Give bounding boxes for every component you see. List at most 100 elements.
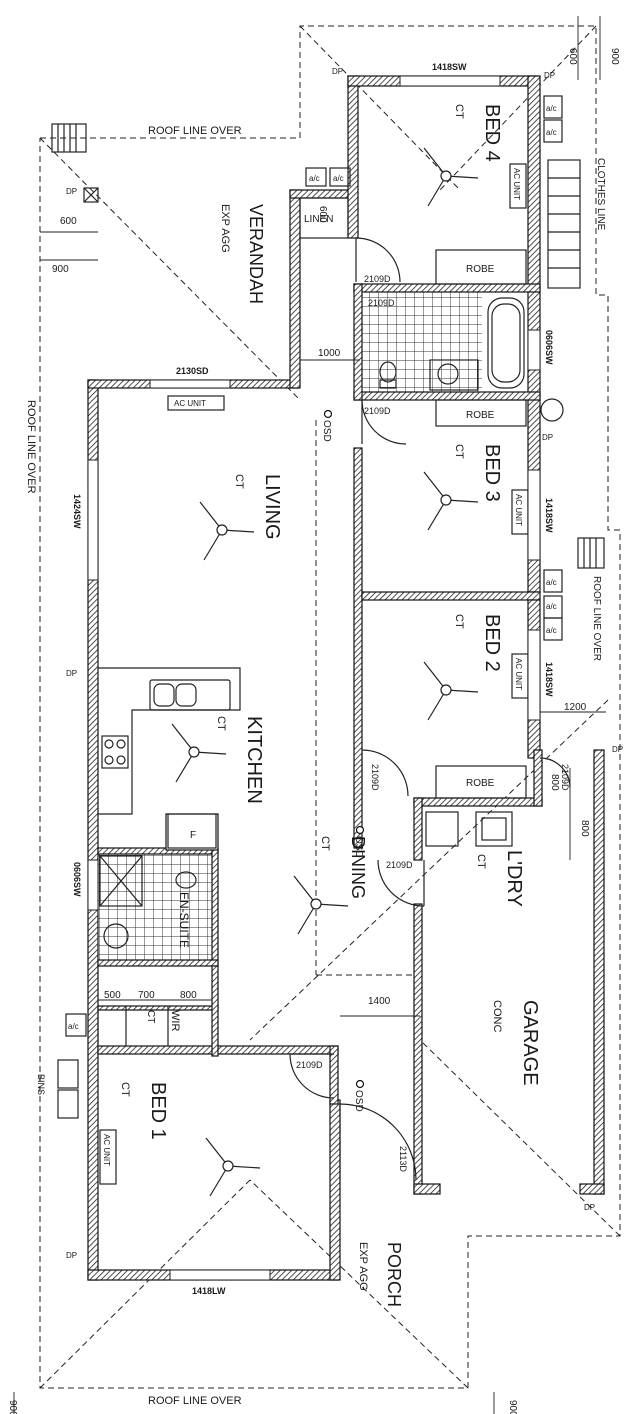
door-label-bed4: 2109D (364, 274, 391, 284)
room-name-bed2: BED 2 (481, 614, 503, 672)
fridge-label: F (190, 830, 196, 841)
window-labels: 1418SW 2130SD 1424SW 0606SW 1418SW 1418S… (72, 62, 554, 1296)
dim-1000: 1000 (318, 348, 341, 359)
dim-800-a: 800 (549, 774, 560, 791)
room-name-garage: GARAGE (519, 1000, 541, 1086)
clothes-line-label: CLOTHES LINE (595, 158, 606, 231)
osd-label-3: OSD (353, 1090, 364, 1112)
fan-bed2-icon (423, 661, 479, 721)
ac-condenser-label-3: a/c (309, 174, 320, 183)
fan-dining-icon (293, 875, 349, 935)
dim-900-top: 900 (609, 48, 620, 65)
ac-unit-label-living: AC UNIT (174, 399, 206, 408)
ac-unit-label-bed1: AC UNIT (102, 1134, 111, 1166)
linen-label: LINEN (304, 214, 333, 225)
windows-marks (87, 75, 541, 1281)
ac-unit-label-bed4: AC UNIT (512, 168, 521, 200)
ac-condenser-label-5: a/c (546, 578, 557, 587)
door-label-entry: 2113D (398, 1146, 408, 1172)
ceiling-fans (171, 147, 479, 1197)
room-name-laundry: L'DRY (503, 850, 525, 907)
dp-label-5: DP (66, 669, 77, 678)
fan-bed1-icon (205, 1137, 261, 1197)
window-label-bed4: 1418SW (432, 62, 467, 72)
dp-label-3: DP (66, 187, 77, 196)
window-label-living-top: 2130SD (176, 366, 209, 376)
room-floor-laundry: CT (475, 854, 487, 869)
osd-markers (323, 409, 365, 1089)
room-name-bed1: BED 1 (147, 1082, 169, 1140)
robe-label-bed2: ROBE (466, 778, 495, 789)
fan-living-icon (199, 501, 255, 561)
room-floor-living: CT (233, 474, 245, 489)
roof-line-label-top: ROOF LINE OVER (148, 125, 242, 137)
dim-900-left: 900 (52, 264, 69, 275)
room-floor-verandah: EXP AGG (219, 204, 231, 253)
door-label-bath1: 2109D (368, 298, 395, 308)
dimension-labels: 600 900 600 900 600 1000 1200 800 800 14… (7, 48, 620, 1414)
dim-800-b: 800 (579, 820, 590, 837)
dim-900-bottom-left: 900 (7, 1400, 18, 1414)
roof-lines (39, 25, 621, 1389)
fixture-labels: LINEN ROBE ROBE ROBE F AC UNIT AC UNIT A… (25, 67, 623, 1407)
ac-unit-label-bed2: AC UNIT (514, 658, 523, 690)
room-name-bed4: BED 4 (481, 104, 503, 162)
dim-700: 700 (138, 990, 155, 1001)
dim-600-left: 600 (60, 216, 77, 227)
dim-600-linen: 600 (317, 206, 328, 223)
ac-condenser-label-1: a/c (546, 104, 557, 113)
door-label-bath2: 2109D (364, 406, 391, 416)
window-label-ensuite: 0606SW (72, 862, 82, 897)
ac-condenser-label-7: a/c (546, 626, 557, 635)
roof-line-label-bottom: ROOF LINE OVER (148, 1395, 242, 1407)
window-label-bed2: 1418SW (544, 662, 554, 697)
room-floor-kitchen: CT (215, 716, 227, 731)
dim-600-top: 600 (567, 48, 578, 65)
room-floor-bed3: CT (453, 444, 465, 459)
room-name-living: LIVING (261, 474, 283, 540)
room-floor-bed2: CT (453, 614, 465, 629)
window-label-bed1: 1418LW (192, 1286, 226, 1296)
osd-label-2: OSD (353, 836, 364, 858)
fan-kitchen-icon (171, 723, 227, 783)
ac-condenser-label-4: a/c (333, 174, 344, 183)
door-label-laundry: 2109D (560, 764, 570, 791)
ac-condenser-label-8: a/c (68, 1022, 79, 1031)
walls (87, 75, 605, 1281)
room-floor-bed4: CT (453, 104, 465, 119)
door-label-bed2: 2109D (370, 764, 380, 791)
room-floor-bed1: CT (119, 1082, 131, 1097)
ac-condenser-label-6: a/c (546, 602, 557, 611)
fan-bed4-icon (423, 147, 479, 207)
ac-condenser-label-2: a/c (546, 128, 557, 137)
dp-label-1: DP (332, 67, 343, 76)
room-floor-dining: CT (319, 836, 331, 851)
room-name-wir: WIR (169, 1010, 181, 1031)
dimension-lines (13, 16, 606, 1414)
dp-label-7: DP (584, 1203, 595, 1212)
door-labels: 2109D 2109D 2109D 2109D 2109D 2109D 2109… (296, 274, 570, 1172)
room-name-porch: PORCH (384, 1242, 404, 1307)
robe-label-bed3: ROBE (466, 410, 495, 421)
door-label-dining: 2109D (386, 860, 413, 870)
ac-unit-label-bed3: AC UNIT (514, 494, 523, 526)
fixtures-outlines (51, 95, 605, 1185)
window-label-bed3: 1418SW (544, 498, 554, 533)
ensuite-tiles (98, 852, 214, 962)
dim-1200: 1200 (564, 702, 587, 713)
dim-1400: 1400 (368, 996, 391, 1007)
room-name-bed3: BED 3 (481, 444, 503, 502)
dim-900-bottom-right: 900 (507, 1400, 518, 1414)
osd-label-1: OSD (321, 420, 332, 442)
dp-label-2: DP (544, 71, 555, 80)
dim-500: 500 (104, 990, 121, 1001)
bins-label: BINS (36, 1074, 46, 1095)
dp-label-4: DP (542, 433, 553, 442)
roof-line-label-right: ROOF LINE OVER (591, 576, 602, 661)
room-name-ensuite: EN-SUITE (177, 892, 191, 948)
roof-line-label-left: ROOF LINE OVER (25, 400, 37, 494)
window-label-living-left: 1424SW (72, 494, 82, 529)
fan-bed3-icon (423, 471, 479, 531)
room-name-dining: DINING (348, 836, 368, 899)
